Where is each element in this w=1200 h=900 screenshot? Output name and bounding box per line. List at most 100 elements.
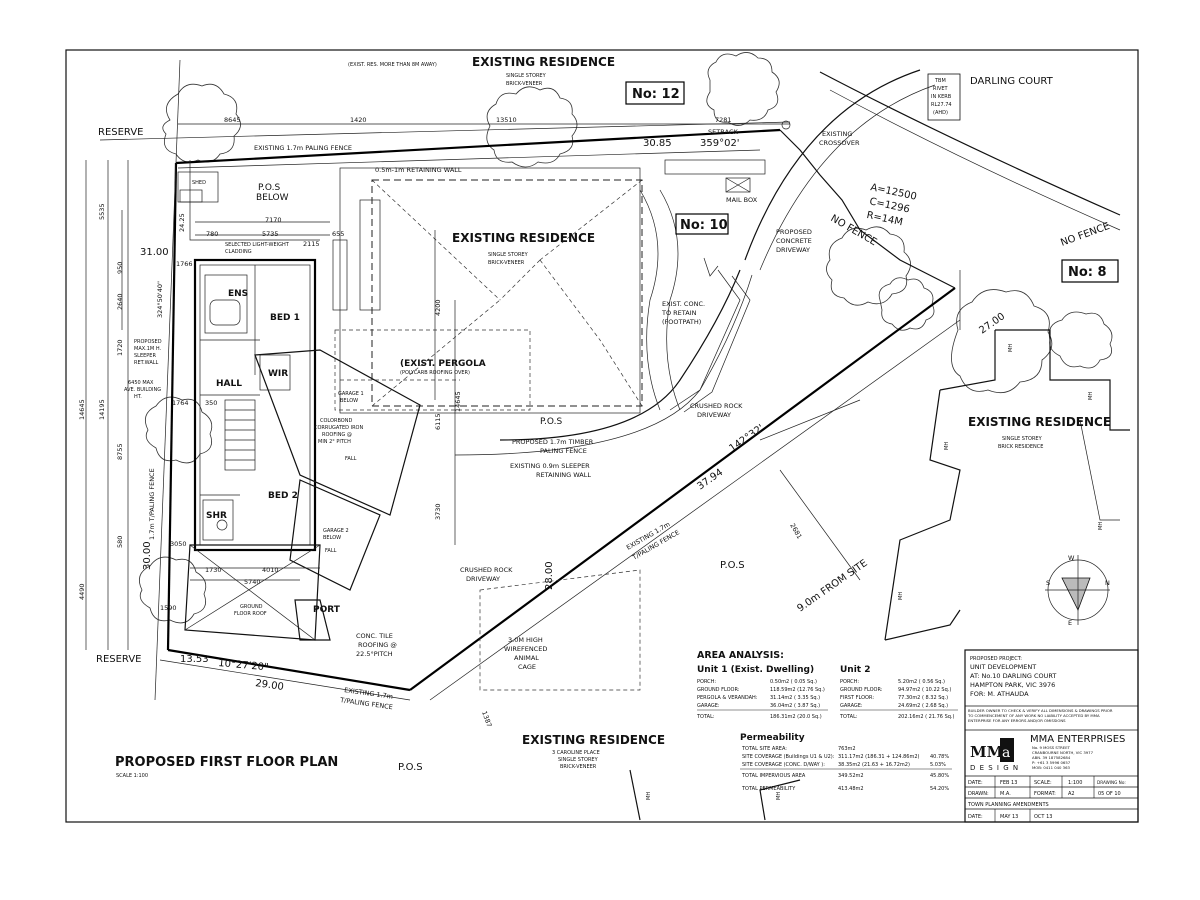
cage-3: CAGE (518, 663, 536, 671)
existing-residence-roof (334, 167, 643, 414)
u1-r2-value: 31.14m2 ( 3.35 Sq.) (770, 695, 820, 701)
mh-2: MH (1088, 392, 1094, 400)
exist-res-mid-sub1: SINGLE STOREY (488, 252, 529, 258)
dim-1387: 1387 (480, 710, 493, 728)
hall-label: HALL (216, 379, 242, 389)
tb-drawing-no-value: 05 OF 10 (1098, 791, 1121, 797)
tb-date2-value1: MAY 13 (1000, 814, 1018, 820)
dist-30-85: 30.85 (643, 138, 672, 149)
tb-scale-value: 1:100 (1068, 780, 1082, 786)
tb-project-3: HAMPTON PARK, VIC 3976 (970, 681, 1055, 689)
proposed-unit-2 (177, 160, 460, 641)
perm-r4-pct: 54.20% (930, 786, 949, 792)
tbm-0: TBM (934, 78, 946, 84)
dim-4490: 4490 (78, 583, 86, 600)
tb-address-1: CRANBOURNE NORTH, VIC 3977 (1032, 750, 1094, 755)
u2-r1-value: 94.97m2 ( 10.22 Sq.) (898, 687, 951, 693)
u2-total-label: TOTAL: (839, 714, 858, 720)
tb-company: MMA ENTERPRISES (1030, 734, 1125, 745)
perm-r1-pct: 40.78% (930, 754, 949, 760)
colorbond-1: CORRUGATED IRON (314, 425, 363, 431)
exist-res-top: EXISTING RESIDENCE (472, 55, 615, 69)
exist-res-bottom-sub-1: SINGLE STOREY (558, 757, 599, 763)
crushed-rock-2-0: CRUSHED ROCK (460, 566, 513, 574)
sleeper-left-1: MAX.1M H. (134, 346, 162, 352)
dim-780: 780 (206, 230, 218, 238)
dim-14195: 14195 (98, 399, 106, 420)
dim-13510: 13510 (496, 116, 517, 124)
tb-project-0: PROPOSED PROJECT: (970, 656, 1022, 662)
setback-label: SETBACK (708, 128, 739, 136)
colorbond-3: MIN 2° PITCH (318, 439, 351, 445)
area-title: AREA ANALYSIS: (697, 650, 784, 661)
exist-res-right-sub-0: SINGLE STOREY (1002, 436, 1043, 442)
bed1-label: BED 1 (270, 313, 300, 323)
dist-28-00: 28.00 (544, 561, 555, 590)
dim-2681: 2681 (788, 522, 803, 540)
mh-7: MH (776, 792, 782, 800)
u1-r1-label: GROUND FLOOR: (697, 687, 740, 693)
u2-r3-label: GARAGE: (840, 703, 863, 709)
garage1-1: BELOW (340, 398, 358, 404)
dim-1720: 1720 (116, 339, 124, 356)
paling-left: 1.7m T/PALING FENCE (148, 468, 156, 540)
unit1-title: Unit 1 (Exist. Dwelling) (697, 665, 814, 675)
u1-r0-label: PORCH: (697, 679, 716, 685)
sleeper-left-3: RET.WALL (134, 360, 159, 366)
dim-4200: 4200 (434, 299, 442, 316)
timber-fence-1: PALING FENCE (540, 447, 587, 455)
dim-2115: 2115 (303, 240, 320, 248)
tb-logo-a: a (1002, 745, 1010, 761)
tbm-1: RIVET (933, 86, 949, 92)
garage2-0: GARAGE 2 (323, 528, 349, 534)
exist-res-mid-sub2: BRICK-VENEER (488, 260, 525, 266)
perm-r3-pct: 45.80% (930, 773, 949, 779)
cladding-1: CLADDING (225, 249, 252, 255)
perm-title: Permeability (740, 733, 805, 743)
driveway-0: PROPOSED (776, 228, 812, 236)
dim-1764: 1764 (172, 399, 189, 407)
perm-r1-label: SITE COVERAGE (Buildings U1 & U2): (742, 754, 835, 760)
nine-m: 9.0m FROM SITE (795, 558, 869, 615)
driveway-1: CONCRETE (776, 237, 812, 245)
dimension-lines (85, 123, 961, 650)
pergola-label: (EXIST. PERGOLA (400, 359, 486, 369)
max-height-0: 6450 MAX (128, 380, 154, 386)
perm-r1-value: 311.17m2 (186.31 + 124.86m2) (838, 754, 919, 760)
garage2-1: BELOW (323, 535, 341, 541)
wir-label: WIR (268, 369, 288, 379)
dim-8645: 8645 (224, 116, 241, 124)
dim-7281: 7281 (715, 116, 732, 124)
tb-date2-label: DATE: (968, 814, 983, 820)
u2-r0-value: 5.20m2 ( 0.56 Sq.) (898, 679, 945, 685)
bearing-142: 142°32' (727, 423, 766, 455)
pos-right: P.O.S (720, 560, 745, 571)
fall-1: FALL (345, 456, 357, 462)
ens-label: ENS (228, 289, 248, 299)
mh-6: MH (646, 792, 652, 800)
exist-res-right-sub-1: BRICK RESIDENCE (998, 444, 1043, 450)
tb-disclaimer-0: BUILDER OWNER TO CHECK & VERIFY ALL DIME… (968, 708, 1113, 713)
exist-res-bottom-sub-0: 3 CAROLINE PLACE (552, 750, 600, 756)
drawing-border (65, 49, 1139, 823)
darling-court-kerb (744, 69, 1121, 271)
tb-date2-value2: OCT 13 (1034, 814, 1052, 820)
site-boundary (99, 59, 961, 701)
conc-tile-0: CONC. TILE (356, 632, 393, 640)
u2-r2-label: FIRST FLOOR: (840, 695, 874, 701)
sleeper-wall-0: EXISTING 0.9m SLEEPER (510, 462, 590, 470)
exist-res-top-note: (EXIST. RES. MORE THAN 8M AWAY) (348, 62, 437, 68)
tb-format-value: A2 (1068, 791, 1075, 797)
no8-label: No: 8 (1068, 265, 1107, 280)
u1-r0-value: 0.50m2 ( 0.05 Sq.) (770, 679, 817, 685)
pergola-sub: (POLYCARB ROOFING OVER) (400, 370, 470, 376)
title-block: PROPOSED PROJECT: UNIT DEVELOPMENT AT: N… (964, 649, 1139, 823)
gf-roof-0: GROUND (240, 604, 263, 610)
perm-r2-label: SITE COVERAGE (CONC. D/WAY ): (742, 762, 825, 768)
dim-24-25: 24.25 (178, 213, 186, 232)
tb-logo-mm: MM (970, 743, 1003, 761)
sleeper-left-2: SLEEPER (134, 353, 156, 359)
perm-r4-label: TOTAL PERMEABILITY (741, 786, 796, 792)
conc-tile-2: 22.5°PITCH (356, 650, 393, 658)
u2-r0-label: PORCH: (840, 679, 859, 685)
